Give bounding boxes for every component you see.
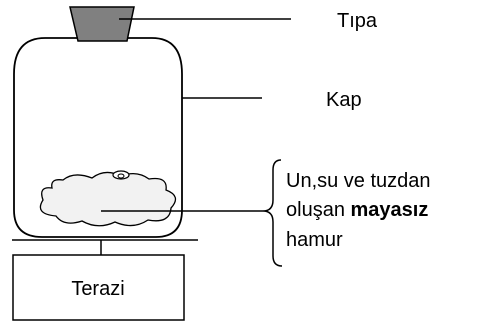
stopper-label: Tıpa (337, 10, 378, 32)
dough-label-line2: oluşan mayasız (286, 199, 428, 221)
dough-label-line2-bold: mayasız (351, 199, 429, 221)
scale-label: Terazi (71, 278, 124, 300)
scale-box (12, 254, 185, 321)
dough-bubble-inner (117, 173, 125, 179)
dough-blob (39, 171, 177, 227)
stopper-shape (69, 6, 135, 42)
container-body (13, 37, 183, 238)
dough-label-line1: Un,su ve tuzdan (286, 170, 431, 192)
dough-label-line2-prefix: oluşan (286, 199, 351, 221)
dough-brace (262, 159, 283, 267)
dough-label-line3: hamur (286, 229, 343, 251)
container-label: Kap (326, 89, 362, 111)
